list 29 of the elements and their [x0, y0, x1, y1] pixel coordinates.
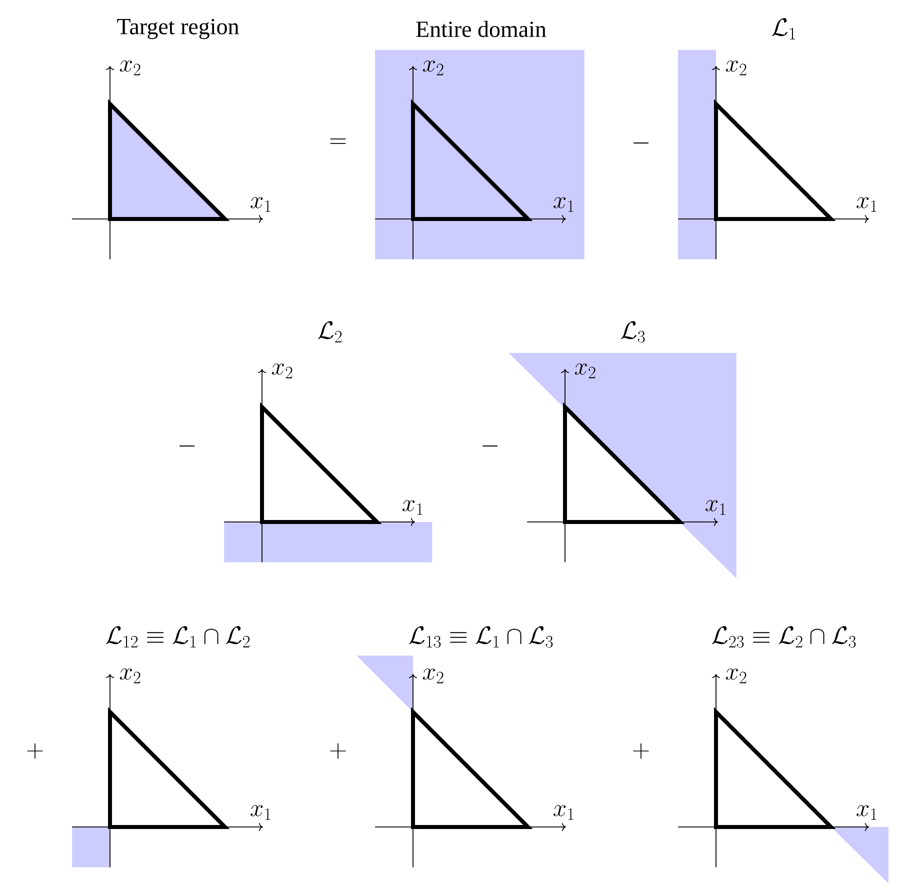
operator: $+$ — [27, 743, 43, 759]
panel-title: Target region — [117, 18, 239, 40]
operator: $+$ — [633, 743, 649, 759]
panel-title: $\mathcal{L}_{23} \equiv \mathcal{L}_2 \cap \mathcal{L}_3$ — [712, 626, 856, 648]
axis-label: $x_1$ — [250, 197, 270, 212]
axis-label: $x_1$ — [856, 197, 876, 212]
axis-label: $x_1$ — [250, 805, 270, 820]
operator: $+$ — [330, 743, 346, 759]
axis-label: $x_2$ — [422, 668, 444, 684]
panel-title: Entire domain — [416, 20, 546, 38]
panel-title: $\mathcal{L}_{13} \equiv \mathcal{L}_1 \cap \mathcal{L}_3$ — [409, 626, 553, 648]
axis-label: $x_2$ — [120, 668, 140, 684]
axis-label: $x_2$ — [422, 60, 444, 76]
axis-label: $x_2$ — [726, 668, 746, 684]
axis-label: $x_1$ — [554, 197, 574, 212]
axis-label: $x_1$ — [402, 500, 422, 515]
panel-title: $\mathcal{L}_3$ — [620, 321, 645, 343]
axis-label: $x_2$ — [574, 364, 596, 378]
axis-label: $x_1$ — [856, 805, 876, 820]
panel-title: $\mathcal{L}_2$ — [318, 321, 342, 342]
operator: $=$ — [330, 138, 346, 144]
operator: $-$ — [633, 142, 649, 144]
axis-label: $x_1$ — [706, 500, 726, 515]
panel-title: $\mathcal{L}_{12} \equiv \mathcal{L}_1 \cap \mathcal{L}_2$ — [106, 626, 250, 648]
axis-label: $x_2$ — [272, 364, 292, 378]
panel-title: $\mathcal{L}_1$ — [772, 18, 795, 40]
axis-label: $x_1$ — [554, 805, 574, 820]
axis-label: $x_2$ — [120, 60, 140, 76]
axis-label: $x_2$ — [726, 60, 746, 76]
